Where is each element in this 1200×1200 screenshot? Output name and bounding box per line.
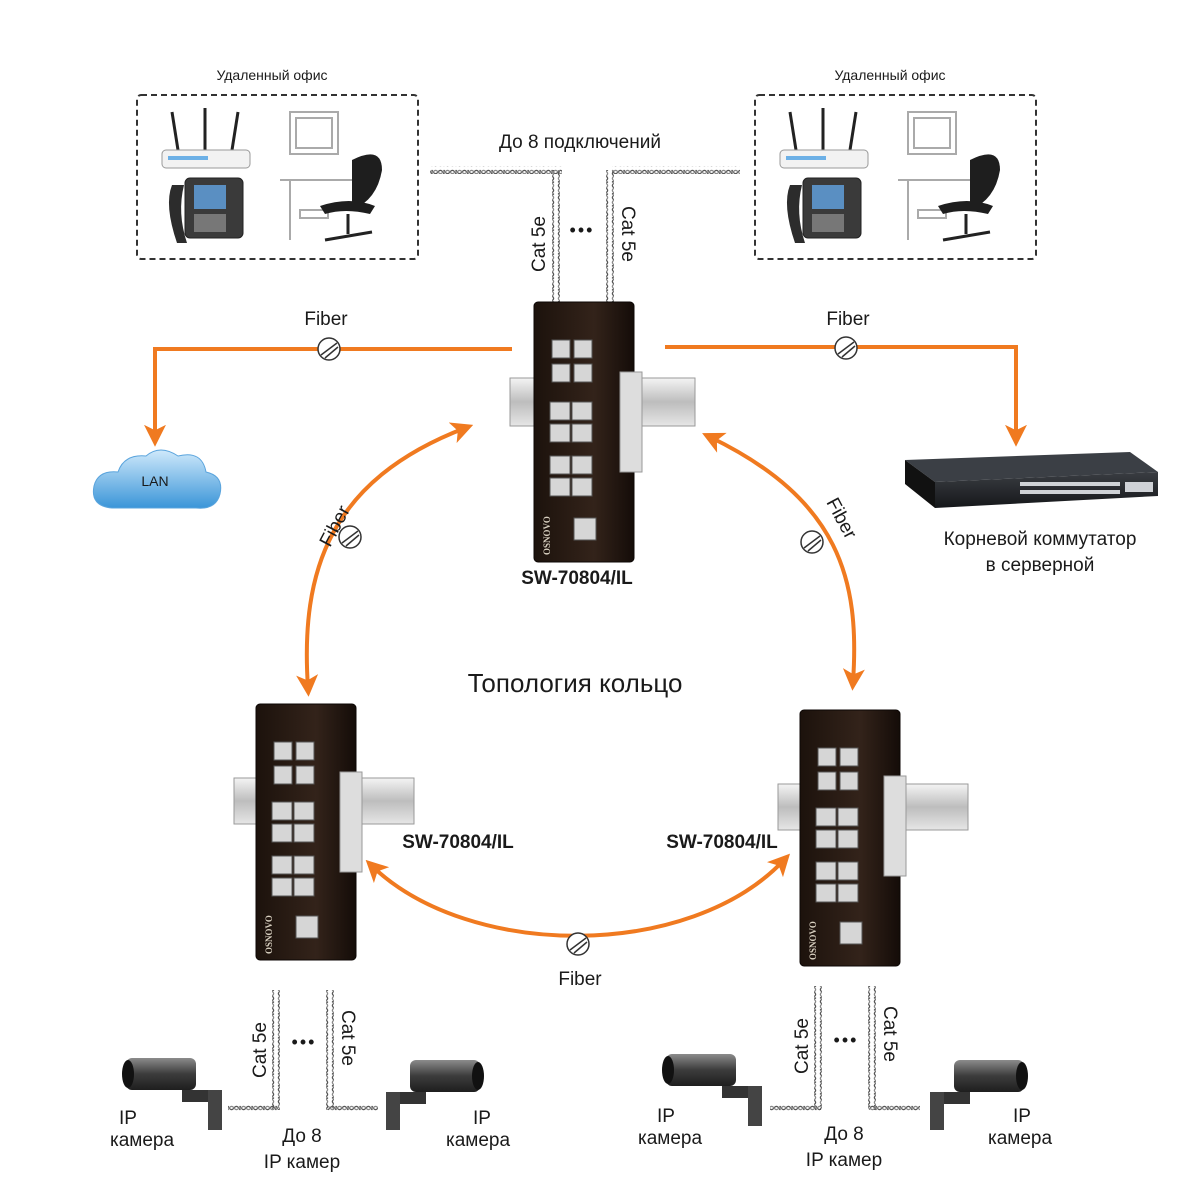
bottom-left-dots: ••• [292,1032,317,1052]
bottom-left-camera-right-line2: камера [446,1130,510,1151]
bottom-right-cable-left-label: Cat 5e [792,1018,813,1074]
bottom-left-count-line1: До 8 [282,1126,322,1147]
top-twisted-pair-cables [430,166,740,305]
core-switch-label-line2: в серверной [986,555,1095,576]
fiber-to-core-switch [665,345,1027,447]
fiber-right-label: Fiber [826,309,870,330]
fiber-connector-icon [834,336,858,360]
switch-right-model: SW-70804/IL [666,832,778,853]
ip-camera-icon [122,1058,222,1130]
office-chair-icon [320,154,382,242]
bottom-right-dots: ••• [834,1030,859,1050]
fiber-links [144,345,1027,938]
office-left-equipment [161,108,382,243]
switch-right-brand: OSNOVO [808,921,818,960]
bottom-right-camera-right-line2: камера [988,1128,1052,1149]
fiber-to-lan [144,347,512,447]
fiber-connector-icon [338,525,362,549]
switch-left-brand: OSNOVO [264,915,274,954]
core-switch-icon [905,452,1158,508]
router-icon [779,108,869,169]
top-cable-right-label: Cat 5e [617,206,638,262]
fiber-connector-icon [317,337,341,361]
office-right-title: Удаленный офис [834,67,945,83]
switch-top-brand: OSNOVO [542,516,552,555]
ip-camera-icon [386,1060,484,1130]
bottom-right-twisted-pair-cables [770,986,920,1112]
bottom-left-cable-left-label: Cat 5e [250,1022,271,1078]
switch-top: OSNOVO [509,301,696,563]
fiber-bottom-label: Fiber [558,969,602,990]
office-right-equipment [779,108,1000,243]
bottom-left-cable-right-label: Cat 5e [337,1010,358,1066]
bottom-left-camera-left-line1: IP [119,1108,137,1129]
fiber-ring-left [296,422,474,697]
office-chair-icon [938,154,1000,242]
top-cable-dots: ••• [570,220,595,240]
bottom-right-count-line2: IP камер [806,1150,882,1171]
lan-label: LAN [141,473,168,489]
bottom-right-cable-right-label: Cat 5e [879,1006,900,1062]
ip-phone-icon [168,177,244,243]
switch-left-model: SW-70804/IL [402,832,514,853]
fiber-connector-icon [566,932,590,956]
bottom-right-camera-left-line1: IP [657,1106,675,1127]
bottom-right-camera-right-line1: IP [1013,1106,1031,1127]
switch-top-ports [549,339,597,541]
lan-cloud-icon [92,449,222,509]
router-icon [161,108,251,169]
fiber-connector-icons [317,336,858,956]
bottom-left-camera-left-line2: камера [110,1130,174,1151]
fiber-left-label: Fiber [304,309,348,330]
top-cable-left-label: Cat 5e [529,216,550,272]
bottom-right-count-line1: До 8 [824,1124,864,1145]
ip-phone-icon [786,177,862,243]
bottom-left-count-line2: IP камер [264,1152,340,1173]
switch-left: OSNOVO [233,703,415,961]
bottom-right-camera-left-line2: камера [638,1128,702,1149]
ip-camera-icon [662,1054,762,1126]
top-connections-label: До 8 подключений [499,132,661,153]
bottom-left-camera-right-line1: IP [473,1108,491,1129]
office-left-title: Удаленный офис [216,67,327,83]
ring-topology-title: Топология кольцо [468,668,683,698]
fiber-ring-right [702,432,865,691]
fiber-ring-bottom [365,853,791,938]
bottom-left-twisted-pair-cables [228,990,378,1112]
ip-camera-icon [930,1060,1028,1130]
workstation-icon [280,111,375,240]
switch-top-model: SW-70804/IL [521,568,633,589]
fiber-connector-icon [800,530,824,554]
switch-right: OSNOVO [777,709,969,967]
core-switch-label-line1: Корневой коммутатор [944,529,1137,550]
